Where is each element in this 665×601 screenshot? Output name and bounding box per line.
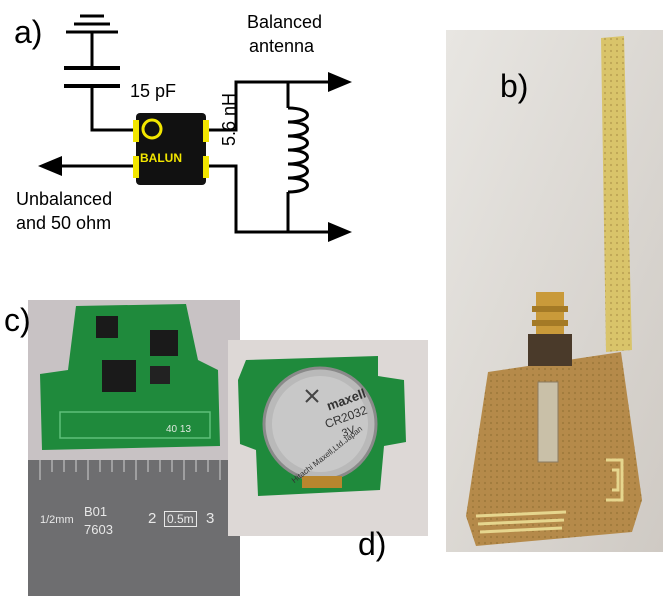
balun-text: BALUN (140, 151, 182, 165)
ruler-mark-4: 2 (148, 510, 157, 527)
panel-c-label: c) (4, 302, 31, 338)
ruler-mark-5: 0.5m (164, 511, 197, 527)
meander-trace (475, 510, 567, 534)
ruler-mark-3: 7603 (84, 522, 113, 537)
wire-output-top (209, 80, 330, 132)
output-top-arrowhead (328, 72, 352, 92)
panel-b-antenna-photo: b) (446, 30, 663, 552)
ruler-mark-6: 3 (206, 510, 215, 527)
panel-c-board-photo: c) 40 13 1/2mm B01 7603 2 0.5m 3 (0, 300, 240, 596)
panel-d-label: d) (358, 526, 387, 562)
chip-4 (150, 366, 170, 384)
sma-connector (528, 292, 572, 366)
schematic-svg (38, 14, 352, 242)
balanced-label-line2: antenna (249, 36, 315, 56)
panel-a-schematic: a) 15 pF BALUN 5.6 nH Balanced antenna U… (0, 0, 420, 260)
output-bottom-arrowhead (328, 222, 352, 242)
balun-component (133, 113, 209, 185)
antenna-photo-svg (446, 30, 663, 552)
feed-line (537, 381, 559, 463)
unbalanced-label-line1: Unbalanced (16, 189, 113, 209)
ground-symbol (66, 14, 118, 66)
unbalanced-label-line2: and 50 ohm (16, 213, 112, 233)
balanced-label-line1: Balanced (247, 12, 323, 32)
ruler-mark-1: 1/2mm (40, 514, 74, 526)
inductor-value-label: 5.6 nH (219, 92, 239, 146)
board-photo-svg (28, 300, 240, 596)
inductor-symbol (286, 82, 309, 232)
chip-1 (102, 360, 136, 392)
panel-d-battery-photo: maxell CR2032 3V Hitachi Maxell,Ltd.Japa… (228, 340, 428, 562)
ruler (28, 460, 240, 596)
capacitor-symbol (64, 66, 120, 88)
ruler-mark-2: B01 (84, 504, 108, 519)
panel-a-label: a) (14, 14, 43, 50)
board-marking: 40 13 (166, 424, 192, 435)
wire-output-bottom (209, 164, 330, 234)
chip-3 (96, 316, 118, 338)
battery-photo-svg (228, 340, 428, 536)
input-arrowhead (38, 156, 62, 176)
capacitor-value-label: 15 pF (130, 81, 177, 101)
chip-2 (150, 330, 178, 356)
panel-b-label: b) (500, 68, 529, 104)
wire-cap-balun (90, 86, 140, 132)
